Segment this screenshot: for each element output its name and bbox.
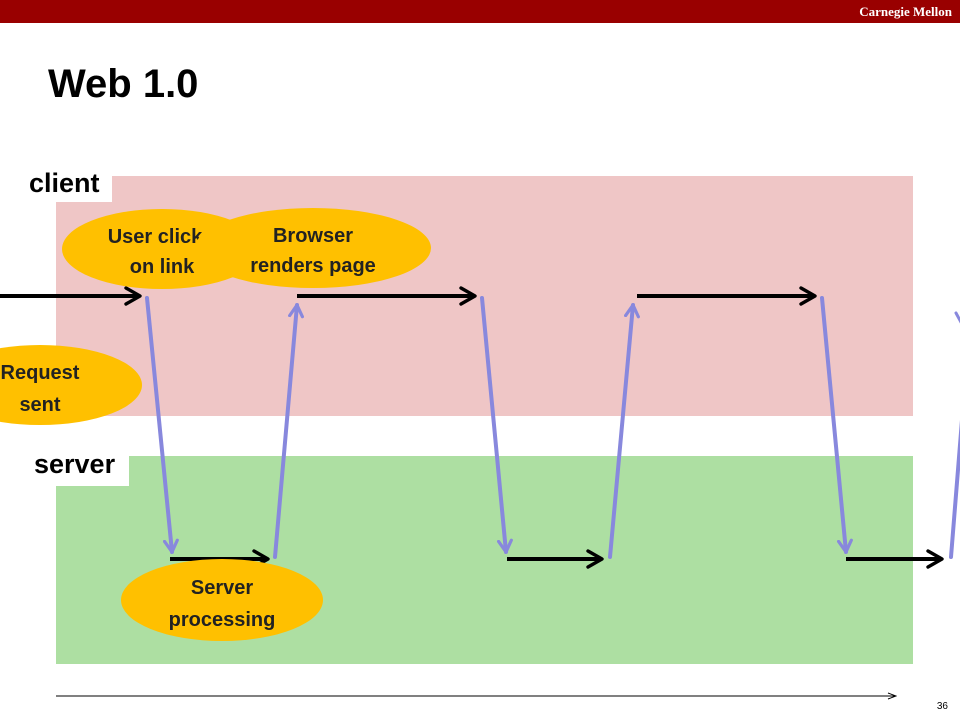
bubble-request-sent: Request sent: [0, 345, 142, 425]
page-number: 36: [936, 701, 948, 712]
request-arrow: [145, 296, 179, 554]
response-arrow-tip: [954, 311, 960, 324]
response-arrow: [273, 303, 305, 559]
request-response-arrows: [145, 296, 960, 559]
svg-text:User click: User click: [108, 226, 203, 248]
request-arrow: [820, 296, 853, 554]
server-label: server: [34, 449, 116, 479]
bubble-server-processing: Server processing: [121, 559, 323, 641]
response-arrow: [608, 303, 640, 559]
svg-text:on link: on link: [130, 256, 195, 278]
server-label-bg: [28, 446, 129, 486]
request-arrow: [480, 296, 513, 554]
svg-text:Request: Request: [1, 362, 80, 384]
bubble-browser-renders: Browser renders page: [195, 208, 431, 288]
svg-text:renders page: renders page: [250, 255, 376, 277]
brand-name: Carnegie Mellon: [859, 4, 952, 19]
client-label-bg: [22, 164, 112, 202]
response-arrow: [949, 419, 960, 559]
client-label: client: [29, 168, 100, 198]
brand-bar: Carnegie Mellon: [0, 0, 960, 23]
slide-title: Web 1.0: [48, 62, 199, 106]
svg-text:Browser: Browser: [273, 225, 353, 247]
svg-text:sent: sent: [19, 394, 60, 416]
svg-text:processing: processing: [169, 609, 276, 631]
svg-text:Server: Server: [191, 577, 253, 599]
